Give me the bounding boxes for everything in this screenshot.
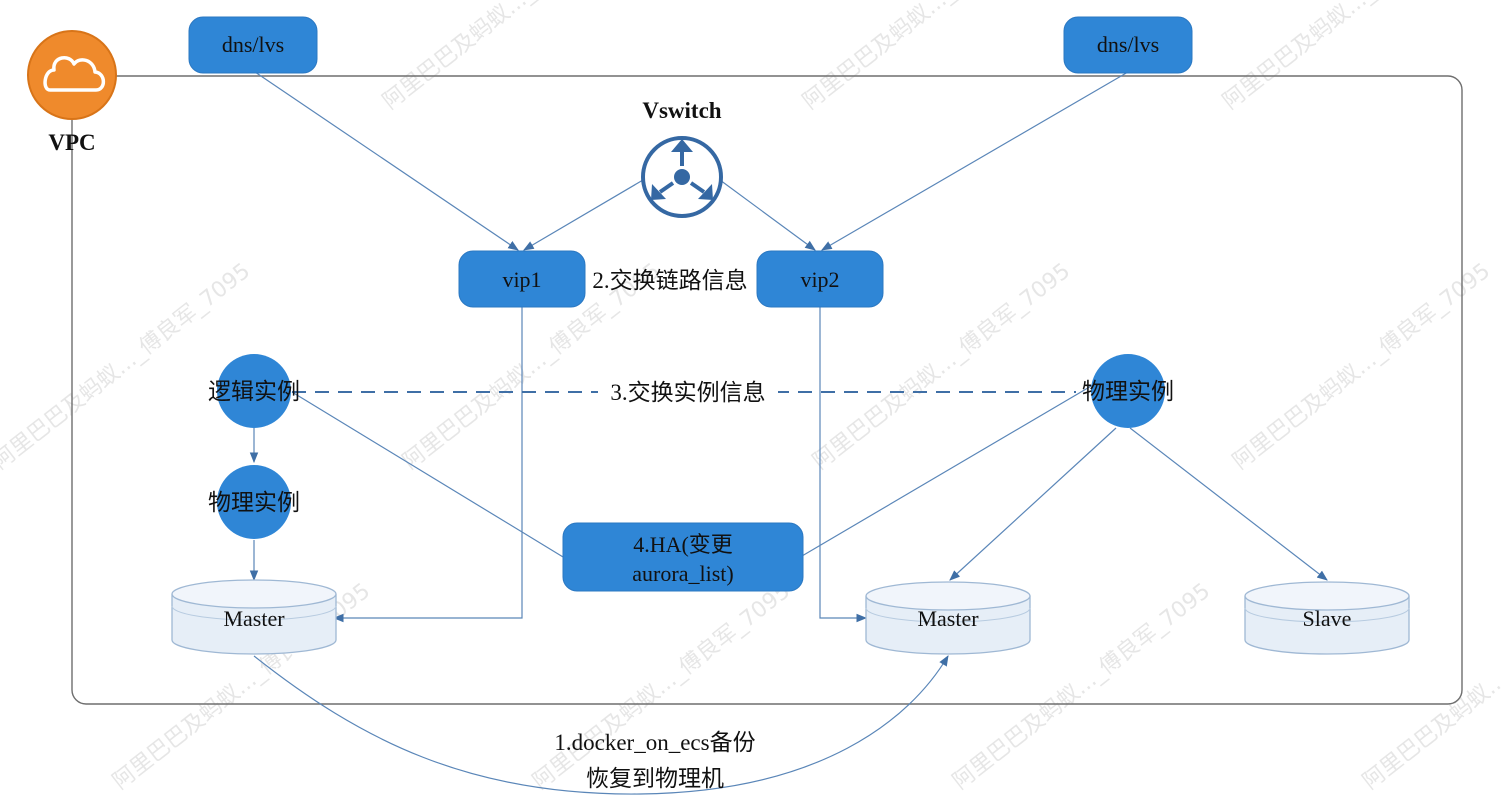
switch-icon bbox=[641, 136, 723, 218]
vpc-label: VPC bbox=[48, 130, 95, 155]
physical-instance-label-right: 物理实例 bbox=[1082, 379, 1174, 404]
physical-instance-node-left bbox=[217, 465, 291, 539]
watermark-text: 阿里巴巴及蚂蚁..._傅良军_7095 bbox=[1218, 0, 1485, 115]
vpc-container bbox=[71, 75, 1463, 705]
vip1-node: vip1 bbox=[458, 250, 586, 308]
step2-label: 2.交换链路信息 bbox=[592, 268, 747, 293]
vip2-node: vip2 bbox=[756, 250, 884, 308]
watermark-text: 阿里巴巴及蚂蚁..._傅良军_7095 bbox=[528, 579, 795, 795]
db-slave: Slave bbox=[1244, 581, 1410, 655]
watermark-text: 阿里巴巴及蚂蚁..._傅良军_7095 bbox=[798, 0, 1065, 115]
dns-node-right: dns/lvs bbox=[1063, 16, 1193, 74]
watermark-text: 阿里巴巴及蚂蚁..._傅良军_7095 bbox=[378, 0, 645, 115]
edge-logic-ha bbox=[291, 391, 569, 561]
edge-physical-slave bbox=[1129, 427, 1328, 581]
physical-instance-label-left: 物理实例 bbox=[208, 490, 300, 515]
step1-label-line1: 1.docker_on_ecs备份 bbox=[554, 730, 755, 755]
db-label: Master bbox=[917, 606, 979, 631]
edge-ha-physical bbox=[801, 381, 1099, 557]
edge-dns-vip2 bbox=[821, 71, 1129, 251]
vswitch-node: Vswitch bbox=[641, 98, 723, 218]
db-label: Master bbox=[223, 606, 285, 631]
step3-label-bg bbox=[598, 376, 778, 408]
dns-node-left: dns/lvs bbox=[188, 16, 318, 74]
dns-label: dns/lvs bbox=[1097, 32, 1159, 57]
vswitch-label: Vswitch bbox=[642, 98, 721, 123]
db-cylinder bbox=[1244, 596, 1410, 655]
edge-backup-restore bbox=[253, 655, 949, 795]
edge-vip1-master bbox=[332, 306, 523, 623]
vip2-box bbox=[756, 250, 884, 308]
logic-instance-label: 逻辑实例 bbox=[208, 379, 300, 404]
db-cylinder bbox=[171, 594, 337, 655]
vip1-box bbox=[458, 250, 586, 308]
db-master-mid: Master bbox=[865, 581, 1031, 655]
vip1-label: vip1 bbox=[502, 267, 541, 292]
vpc-node: VPC bbox=[27, 30, 117, 155]
step1-label-line2: 恢复到物理机 bbox=[586, 766, 724, 791]
logic-instance-node bbox=[217, 354, 291, 428]
ha-box bbox=[562, 522, 804, 592]
db-cylinder bbox=[865, 596, 1031, 655]
edge-vswitch-vip1 bbox=[523, 179, 644, 251]
db-label: Slave bbox=[1303, 606, 1352, 631]
physical-instance-node-right bbox=[1091, 354, 1165, 428]
watermark-text: 阿里巴巴及蚂蚁..._傅良军_7095 bbox=[1228, 259, 1495, 475]
ha-label-line1: 4.HA(变更 bbox=[633, 532, 733, 557]
edges bbox=[249, 71, 1328, 795]
edge-dns-vip1 bbox=[254, 71, 519, 251]
watermark-text: 阿里巴巴及蚂蚁..._傅良军_7095 bbox=[0, 259, 255, 475]
step3-label: 3.交换实例信息 bbox=[610, 380, 765, 405]
vip2-label: vip2 bbox=[800, 267, 839, 292]
edge-physical-master2 bbox=[949, 427, 1117, 581]
cloud-icon bbox=[27, 30, 117, 120]
dns-box bbox=[188, 16, 318, 74]
dns-box bbox=[1063, 16, 1193, 74]
ha-label-line2: aurora_list) bbox=[632, 561, 733, 586]
dns-label: dns/lvs bbox=[222, 32, 284, 57]
cloud-icon-shape bbox=[43, 56, 106, 92]
ha-node: 4.HA(变更 aurora_list) bbox=[562, 522, 804, 592]
edge-vswitch-vip2 bbox=[719, 179, 816, 251]
db-master-left: Master bbox=[171, 579, 337, 655]
edge-vip2-master bbox=[819, 306, 868, 623]
